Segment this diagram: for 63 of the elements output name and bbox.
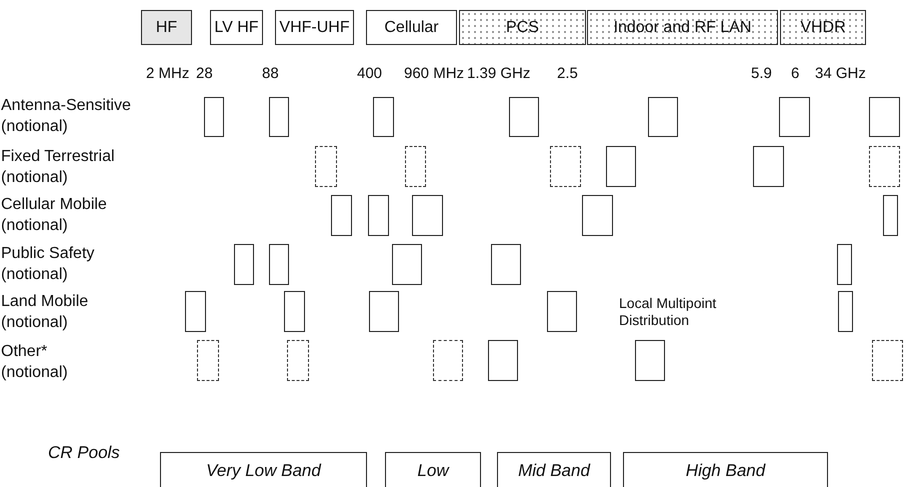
pool-box: Very Low Band bbox=[160, 452, 367, 487]
dashed-allocation-box bbox=[405, 146, 426, 187]
row-label: Land Mobile (notional) bbox=[1, 292, 90, 333]
row-label: Antenna-Sensitive (notional) bbox=[1, 96, 132, 137]
band-box: Indoor and RF LAN bbox=[587, 10, 778, 45]
allocation-box bbox=[648, 97, 678, 137]
band-box: VHDR bbox=[780, 10, 866, 45]
dashed-allocation-box bbox=[433, 340, 463, 381]
dashed-allocation-box bbox=[872, 340, 903, 381]
band-box: PCS bbox=[459, 10, 586, 45]
allocation-box bbox=[753, 146, 784, 187]
allocation-box bbox=[883, 195, 898, 236]
band-box: HF bbox=[141, 10, 192, 45]
allocation-box bbox=[204, 97, 224, 137]
pool-box: Low bbox=[385, 452, 481, 487]
pool-box: High Band bbox=[623, 452, 828, 487]
row-label: Public Safety (notional) bbox=[1, 244, 96, 285]
note-label: Local Multipoint Distribution bbox=[619, 295, 718, 329]
allocation-box bbox=[373, 97, 394, 137]
dashed-allocation-box bbox=[869, 146, 900, 187]
frequency-label: 2.5 bbox=[557, 64, 578, 84]
allocation-box bbox=[779, 97, 810, 137]
allocation-box bbox=[488, 340, 518, 381]
dashed-allocation-box bbox=[550, 146, 581, 187]
band-box: VHF-UHF bbox=[275, 10, 354, 45]
allocation-box bbox=[185, 291, 206, 332]
dashed-allocation-box bbox=[287, 340, 309, 381]
frequency-label: 960 MHz bbox=[404, 64, 464, 84]
frequency-label: 88 bbox=[262, 64, 279, 84]
row-label: Fixed Terrestrial (notional) bbox=[1, 147, 116, 188]
frequency-label: 1.39 GHz bbox=[467, 64, 530, 84]
allocation-box bbox=[234, 244, 254, 285]
allocation-box bbox=[606, 146, 636, 187]
dashed-allocation-box bbox=[197, 340, 219, 381]
allocation-box bbox=[547, 291, 577, 332]
allocation-box bbox=[331, 195, 352, 236]
allocation-box bbox=[284, 291, 305, 332]
allocation-box bbox=[269, 244, 289, 285]
allocation-box bbox=[269, 97, 289, 137]
allocation-box bbox=[509, 97, 539, 137]
band-box: LV HF bbox=[210, 10, 263, 45]
row-label: Other* (notional) bbox=[1, 342, 69, 383]
frequency-label: 34 GHz bbox=[815, 64, 866, 84]
dashed-allocation-box bbox=[315, 146, 337, 187]
section-label: CR Pools bbox=[48, 443, 120, 463]
frequency-label: 400 bbox=[357, 64, 382, 84]
row-label: Cellular Mobile (notional) bbox=[1, 195, 108, 236]
allocation-box bbox=[837, 244, 852, 285]
frequency-label: 5.9 bbox=[751, 64, 772, 84]
allocation-box bbox=[838, 291, 853, 332]
allocation-box bbox=[392, 244, 422, 285]
frequency-label: 28 bbox=[196, 64, 213, 84]
allocation-box bbox=[582, 195, 613, 236]
allocation-box bbox=[491, 244, 521, 285]
pool-box: Mid Band bbox=[497, 452, 611, 487]
frequency-label: 2 MHz bbox=[146, 64, 190, 84]
allocation-box bbox=[412, 195, 443, 236]
allocation-box bbox=[635, 340, 665, 381]
allocation-box bbox=[368, 195, 389, 236]
allocation-box bbox=[369, 291, 399, 332]
allocation-box bbox=[869, 97, 900, 137]
band-box: Cellular bbox=[366, 10, 457, 45]
frequency-label: 6 bbox=[791, 64, 800, 84]
